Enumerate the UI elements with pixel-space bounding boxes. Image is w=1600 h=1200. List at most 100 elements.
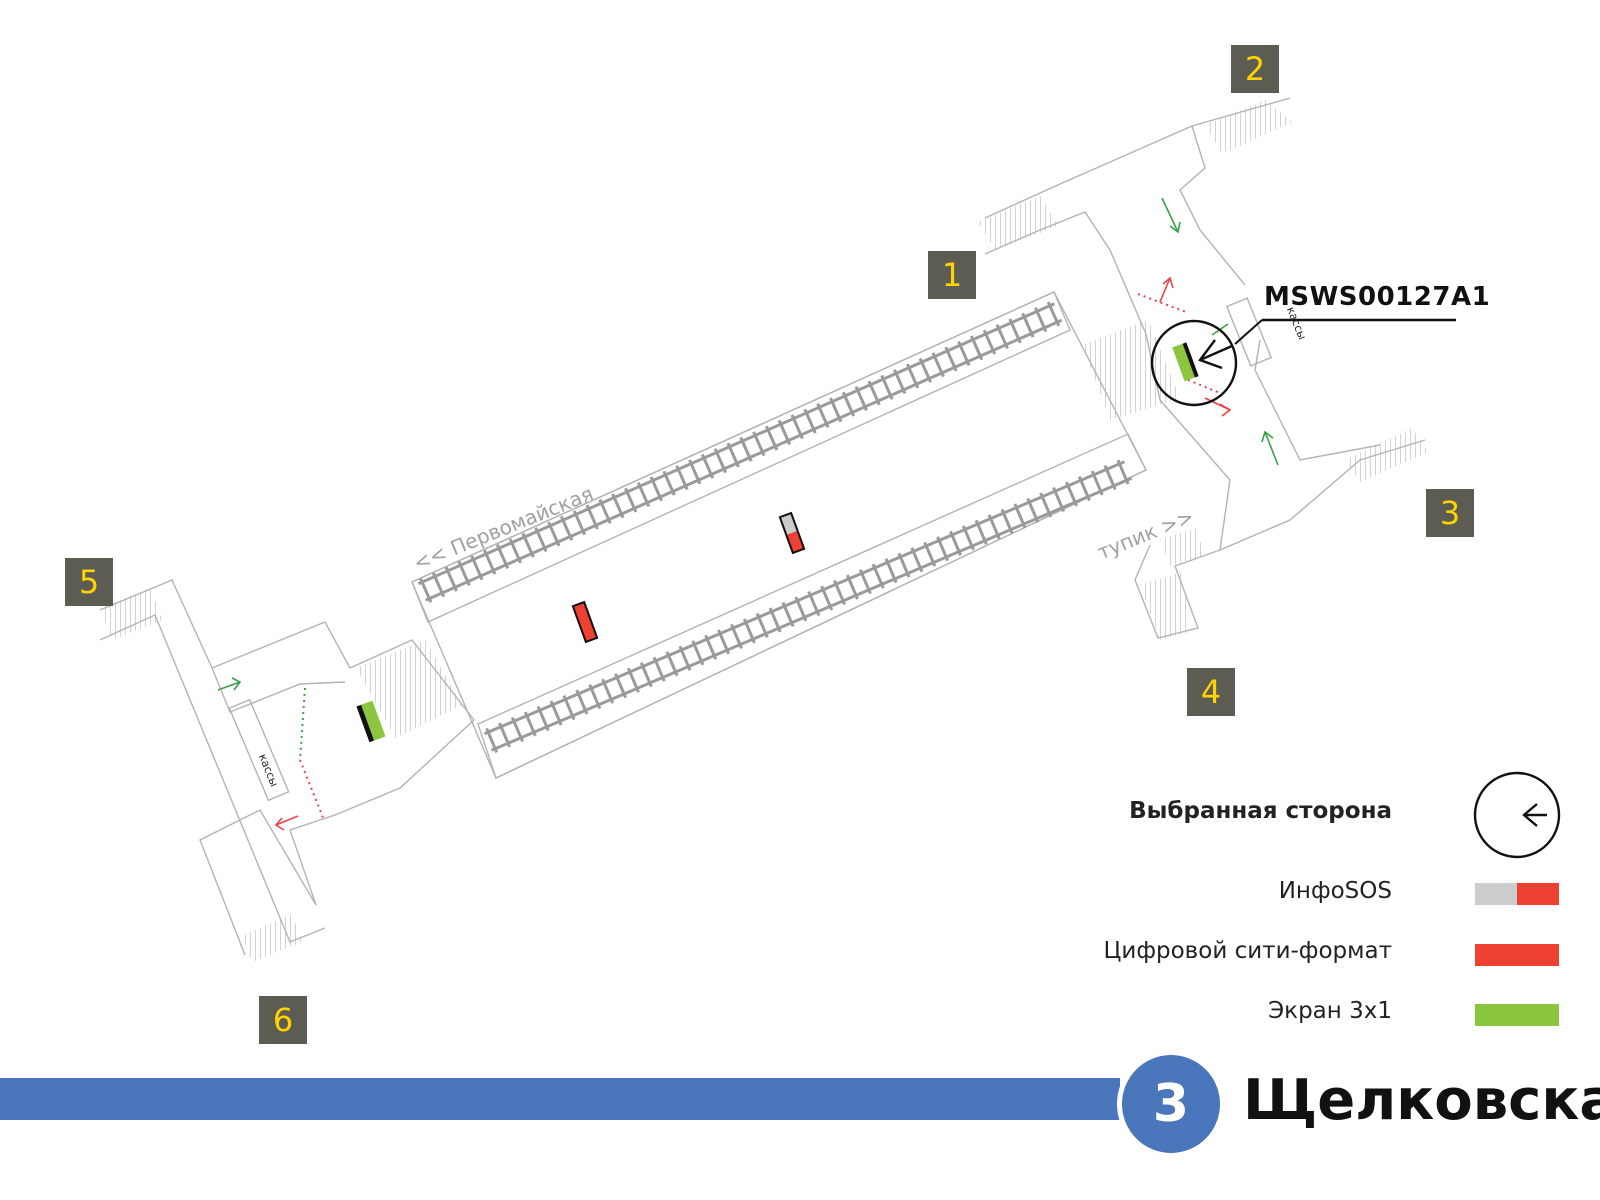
sleeper: [611, 493, 625, 519]
sleeper: [781, 601, 795, 628]
callout-leader-line: [1234, 319, 1263, 345]
exit-2-badge: 2: [1231, 45, 1279, 93]
sleeper: [575, 689, 589, 715]
sleeper: [483, 549, 497, 575]
sleeper: [495, 544, 510, 570]
sleeper: [833, 580, 847, 606]
sleeper: [880, 374, 894, 400]
sleeper: [662, 470, 676, 496]
sleeper: [949, 530, 962, 556]
sleeper: [598, 498, 612, 524]
sleeper: [470, 555, 484, 581]
sleeper: [765, 425, 779, 451]
metro-line-number-badge: 3: [1117, 1050, 1225, 1158]
sleeper: [534, 527, 548, 553]
legend-infosos-swatch: [1475, 883, 1559, 905]
sleeper: [871, 563, 885, 589]
sleeper: [905, 363, 920, 389]
sleeper: [867, 380, 881, 406]
legend-digital-city-format-label: Цифровой сити-формат: [1103, 938, 1392, 964]
sleeper: [588, 684, 602, 710]
green-entry-arrow: [217, 677, 242, 691]
sleeper: [457, 560, 471, 586]
sleeper: [1103, 465, 1117, 491]
sleeper: [652, 656, 666, 682]
sleeper: [601, 678, 615, 704]
digital-city-format-panel[interactable]: [571, 600, 599, 644]
sleeper: [665, 651, 679, 677]
sleeper: [970, 335, 984, 361]
legend-selected-side-icon: [1473, 771, 1561, 859]
sleeper: [816, 403, 830, 429]
west-vestibule-outline: [99, 579, 475, 956]
sleeper: [559, 515, 574, 541]
sleeper: [572, 510, 587, 536]
legend-screen-3x1-label: Экран 3x1: [1268, 998, 1392, 1024]
sleeper: [649, 476, 663, 502]
sleeper: [893, 369, 907, 395]
sleeper: [755, 612, 769, 638]
selected-panel-code: MSWS00127A1: [1264, 282, 1491, 312]
sleeper: [944, 346, 958, 372]
flow-arrows: [217, 197, 1279, 831]
sleeper: [1013, 503, 1027, 529]
sleeper: [678, 645, 692, 671]
sleeper: [547, 521, 561, 547]
sleeper: [884, 558, 898, 584]
station-name: Щелковская: [1243, 1068, 1600, 1133]
infosos-panel[interactable]: [778, 511, 806, 555]
sleeper: [691, 640, 705, 666]
sleeper: [431, 572, 446, 598]
sleeper: [1000, 508, 1014, 534]
sleeper: [1034, 307, 1048, 333]
sleeper: [803, 408, 817, 434]
sleeper: [626, 667, 640, 693]
sleeper: [485, 727, 499, 753]
sleeper: [777, 419, 792, 445]
sleeper: [1077, 475, 1091, 502]
sleeper: [639, 662, 653, 688]
west-stairs: [100, 588, 462, 962]
sleeper: [1021, 312, 1035, 338]
sleeper: [1046, 301, 1061, 327]
sleeper: [858, 569, 872, 595]
exit-3-badge: 3: [1426, 489, 1474, 537]
sleeper: [854, 386, 868, 412]
sleeper: [995, 324, 1009, 350]
sleeper: [1065, 481, 1078, 507]
sleeper: [726, 442, 740, 468]
metro-line-bar: [0, 1078, 1120, 1120]
east-stairs: [978, 100, 1428, 640]
legend-digital-city-format-swatch: [1475, 944, 1559, 966]
sleeper: [742, 618, 756, 644]
sleeper: [768, 607, 782, 633]
sleeper: [636, 481, 651, 507]
screen-3x1-panel-selected[interactable]: [1172, 342, 1199, 382]
sleeper: [549, 700, 563, 726]
sleeper: [918, 357, 932, 383]
sleeper: [717, 629, 731, 655]
sleeper: [614, 673, 627, 699]
exit-4-badge: 4: [1187, 668, 1235, 716]
sleeper: [1039, 492, 1053, 518]
red-exit-arrow: [1204, 397, 1232, 417]
sleeper: [700, 453, 715, 479]
sleeper: [982, 329, 997, 355]
east-vestibule-outline: [984, 97, 1426, 639]
sleeper: [841, 391, 856, 417]
sleeper: [790, 414, 804, 440]
sleeper: [961, 525, 975, 551]
sleeper: [523, 711, 537, 737]
sleeper: [936, 536, 950, 562]
sleeper: [845, 574, 859, 600]
track-upper: [417, 301, 1063, 603]
sleeper: [624, 487, 638, 513]
legend-selected-side-label: Выбранная сторона: [1129, 798, 1392, 824]
legend-screen-3x1-swatch: [1475, 1004, 1559, 1026]
sleeper: [739, 436, 753, 462]
sleeper: [1090, 470, 1104, 496]
screen-3x1-panel[interactable]: [356, 700, 386, 743]
sleeper: [829, 397, 843, 423]
sleeper: [897, 552, 911, 578]
